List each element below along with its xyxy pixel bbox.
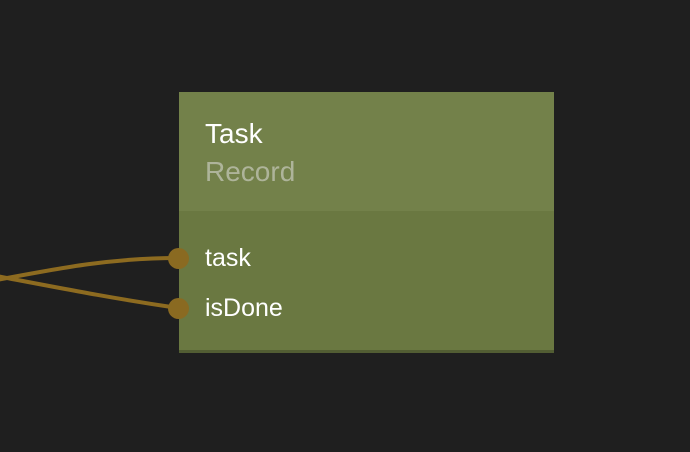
input-port-task-dot[interactable] (168, 247, 189, 269)
node-body: task isDone (168, 211, 554, 353)
input-port-isdone-label: isDone (205, 293, 283, 322)
port-row-isdone: isDone (168, 283, 554, 333)
node-header[interactable]: Task Record (179, 92, 554, 211)
node-task-record[interactable]: Task Record task isDone (168, 92, 554, 353)
node-subtitle: Record (205, 156, 296, 187)
input-port-isdone-dot[interactable] (168, 297, 189, 319)
input-port-task-label: task (205, 243, 251, 272)
node-title: Task (205, 118, 263, 149)
port-row-task: task (168, 233, 554, 283)
wire-to-isdone-port[interactable] (0, 274, 179, 310)
wire-to-task-port[interactable] (0, 256, 179, 282)
